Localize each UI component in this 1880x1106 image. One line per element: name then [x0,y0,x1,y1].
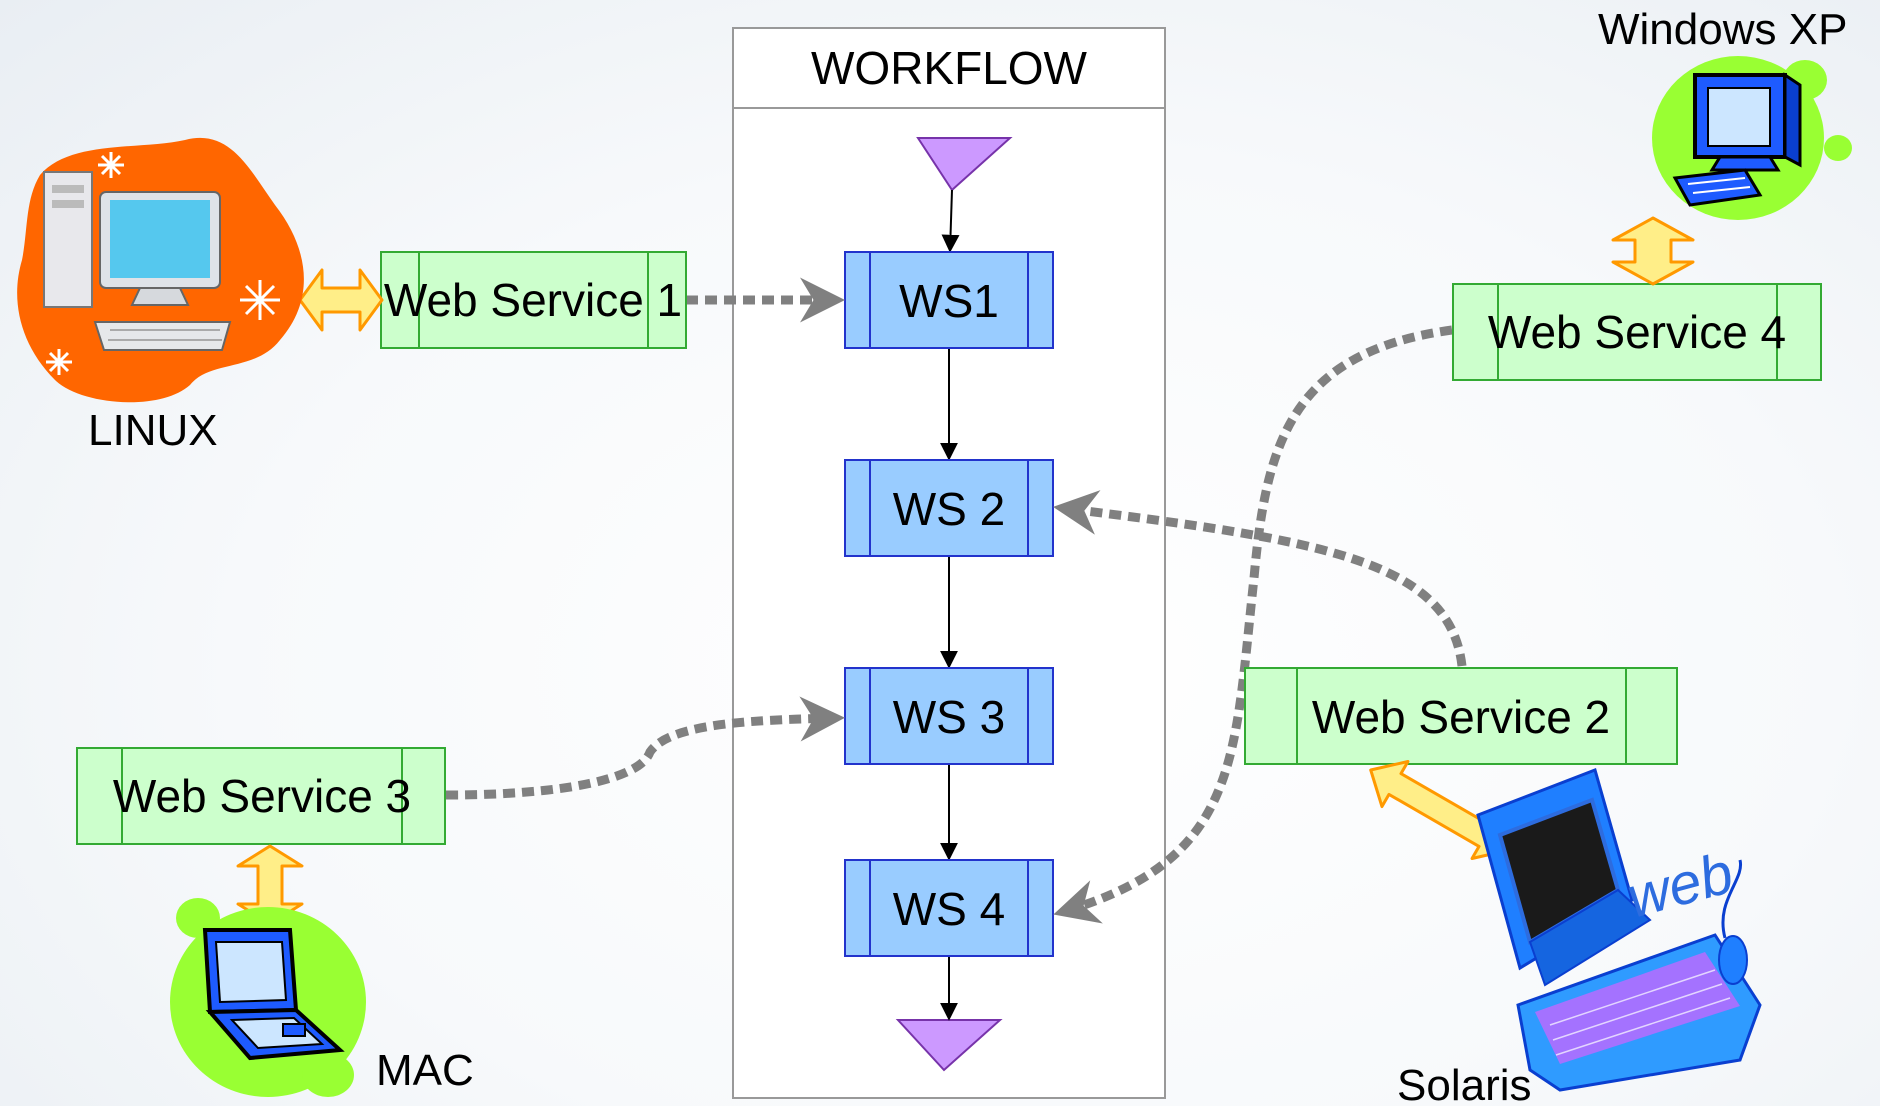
web-service-1-label: Web Service 1 [384,274,682,326]
workflow-title: WORKFLOW [811,42,1088,94]
double-arrow-windows [1611,216,1695,286]
web-service-2-label: Web Service 2 [1312,691,1610,743]
step-ws3[interactable]: WS 3 [844,667,1054,765]
step-ws3-label: WS 3 [893,691,1005,743]
linux-computer-icon [17,137,304,403]
step-ws4-label: WS 4 [893,883,1005,935]
windows-label: Windows XP [1598,5,1847,54]
step-ws2[interactable]: WS 2 [844,459,1054,557]
mac-label: MAC [376,1046,474,1095]
step-ws2-label: WS 2 [893,483,1005,535]
connector-ws2 [1053,490,1467,667]
workflow-flow-arrows [940,189,960,1021]
double-arrow-linux [298,268,384,332]
windows-computer-icon [1652,56,1852,220]
connector-ws3 [445,696,845,800]
step-ws4[interactable]: WS 4 [844,859,1054,957]
linux-label: LINUX [88,406,218,455]
web-service-3[interactable]: Web Service 3 [76,747,446,845]
flow-arrow [941,189,960,253]
web-service-3-label: Web Service 3 [113,770,411,822]
solaris-computer-icon [1476,768,1762,1092]
step-ws1-label: WS1 [899,275,999,327]
link-arrows [236,216,1695,926]
web-service-1[interactable]: Web Service 1 [380,251,687,349]
web-service-4[interactable]: Web Service 4 [1452,283,1822,381]
web-service-2[interactable]: Web Service 2 [1244,667,1678,765]
solaris-label: Solaris [1397,1061,1532,1106]
service-connectors [445,277,1467,924]
mac-laptop-icon [170,898,366,1097]
step-ws1[interactable]: WS1 [844,251,1054,349]
start-triangle [916,137,1013,192]
web-service-4-label: Web Service 4 [1488,306,1786,358]
